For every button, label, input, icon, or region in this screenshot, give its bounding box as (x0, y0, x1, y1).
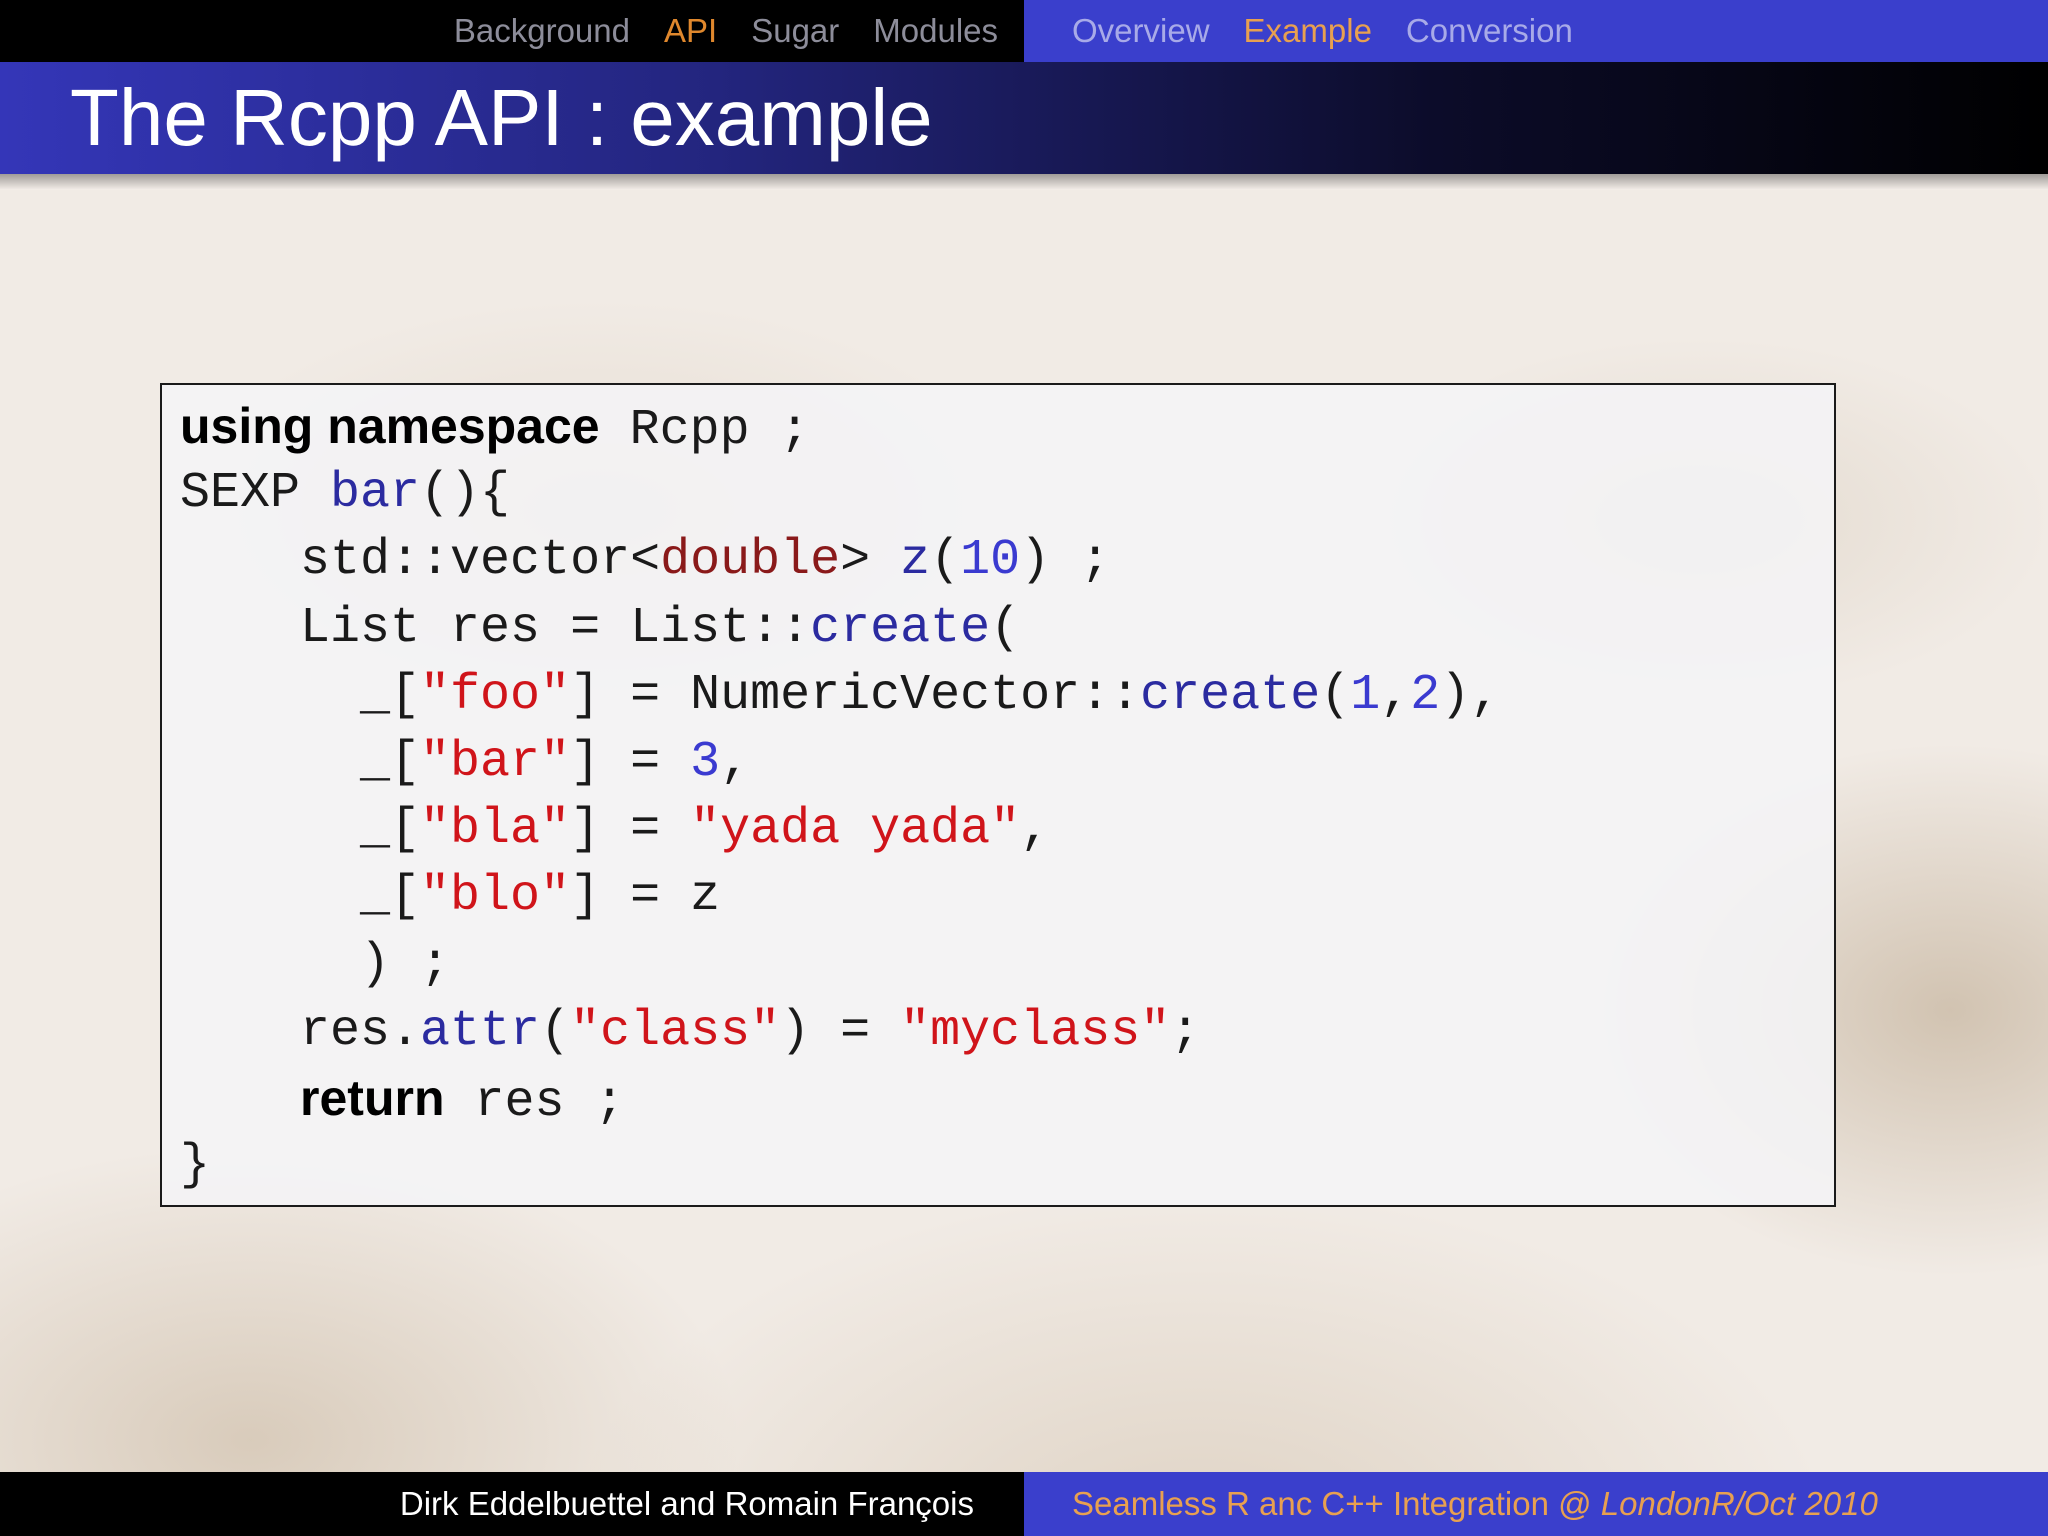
footer-event: LondonR/Oct 2010 (1600, 1485, 1878, 1522)
code-token: > (840, 532, 901, 590)
code-token: } (180, 1137, 211, 1195)
code-token: "yada yada" (690, 801, 1021, 859)
code-token: Rcpp ; (599, 402, 810, 459)
nav-subsection-overview[interactable]: Overview (1072, 12, 1210, 49)
code-token: _[ (180, 734, 421, 791)
footer-left (0, 1472, 1024, 1536)
code-token: ) ; (180, 935, 451, 993)
code-token: "class" (570, 1002, 781, 1060)
code-token: "bla" (420, 801, 571, 859)
code-token: std::vector< (180, 532, 661, 590)
code-token: "myclass" (900, 1002, 1171, 1060)
code-token: ), (1440, 666, 1501, 724)
code-token: ( (1320, 666, 1351, 724)
code-token: , (1020, 801, 1051, 859)
code-token: create (1140, 666, 1321, 724)
code-token: _[ (180, 868, 421, 926)
code-token: SEXP (180, 465, 331, 523)
section-nav: Background API Sugar Modules (454, 0, 998, 62)
code-token: , (1380, 666, 1411, 724)
footer-authors: Dirk Eddelbuettel and Romain François (399, 1485, 974, 1522)
code-token: res. (180, 1002, 421, 1060)
code-token: 10 (960, 532, 1021, 590)
top-navigation-right (1024, 0, 2048, 62)
nav-subsection-conversion[interactable]: Conversion (1405, 12, 1573, 49)
code-block: using namespace Rcpp ;SEXP bar(){ std::v… (160, 383, 1836, 1207)
code-line: using namespace Rcpp ; (180, 393, 810, 460)
code-token (180, 1074, 300, 1131)
code-token: _[ (180, 801, 421, 859)
code-token: 1 (1350, 666, 1381, 724)
code-token: "bar" (420, 734, 571, 791)
nav-section-background[interactable]: Background (453, 12, 630, 49)
code-line: _["bar"] = 3, (180, 729, 750, 796)
top-navigation-left (0, 0, 1024, 62)
code-token: double (660, 532, 841, 590)
code-token: (){ (420, 465, 511, 523)
slide-title: The Rcpp API : example (70, 73, 933, 162)
code-token: z (900, 532, 931, 590)
nav-subsection-example[interactable]: Example (1243, 12, 1372, 49)
code-token: ] = (570, 734, 691, 791)
code-token: res ; (444, 1074, 625, 1131)
code-token: 2 (1410, 666, 1441, 724)
code-token: return (300, 1070, 445, 1126)
code-line: SEXP bar(){ (180, 460, 510, 527)
footer-talk-title: Seamless R anc C++ Integration @ LondonR… (1072, 1472, 1878, 1536)
footer-right (1024, 1472, 2048, 1536)
code-token: ( (930, 532, 961, 590)
code-line: } (180, 1132, 210, 1199)
code-token: _[ (180, 666, 421, 724)
code-line: _["foo"] = NumericVector::create(1,2), (180, 662, 1500, 729)
title-bar (0, 62, 2048, 174)
code-token: ] = (570, 801, 691, 859)
code-token: ) = (780, 1002, 901, 1060)
code-token: ] = NumericVector:: (570, 666, 1141, 724)
title-bar-shadow (0, 174, 2048, 190)
code-token: "foo" (420, 666, 571, 724)
nav-section-api[interactable]: API (664, 12, 718, 49)
code-token: ( (990, 599, 1021, 657)
code-token: , (720, 734, 751, 791)
code-line: std::vector<double> z(10) ; (180, 527, 1110, 594)
code-token: attr (420, 1002, 541, 1060)
code-line: ) ; (180, 931, 450, 998)
code-line: List res = List::create( (180, 595, 1020, 662)
code-token: bar (330, 465, 421, 523)
code-token: ] = z (570, 868, 721, 926)
footer: Dirk Eddelbuettel and Romain François Se… (0, 1472, 2048, 1536)
code-token: ) ; (1020, 532, 1111, 590)
code-line: return res ; (180, 1065, 625, 1132)
code-line: _["blo"] = z (180, 863, 720, 930)
code-token: ; (1170, 1002, 1201, 1060)
subsection-nav: Overview Example Conversion (1072, 0, 1573, 62)
code-token: ( (540, 1002, 571, 1060)
code-token: using namespace (180, 398, 600, 454)
code-token: 3 (690, 734, 721, 791)
nav-section-sugar[interactable]: Sugar (751, 12, 840, 49)
footer-talk-text: Seamless R anc C++ Integration @ (1072, 1485, 1601, 1522)
code-line: _["bla"] = "yada yada", (180, 796, 1050, 863)
code-token: create (810, 599, 991, 657)
code-token: "blo" (420, 868, 571, 926)
code-token: List res = List:: (180, 599, 811, 657)
nav-section-modules[interactable]: Modules (873, 12, 998, 49)
code-line: res.attr("class") = "myclass"; (180, 998, 1200, 1065)
top-navigation: Background API Sugar Modules Overview Ex… (0, 0, 2048, 62)
